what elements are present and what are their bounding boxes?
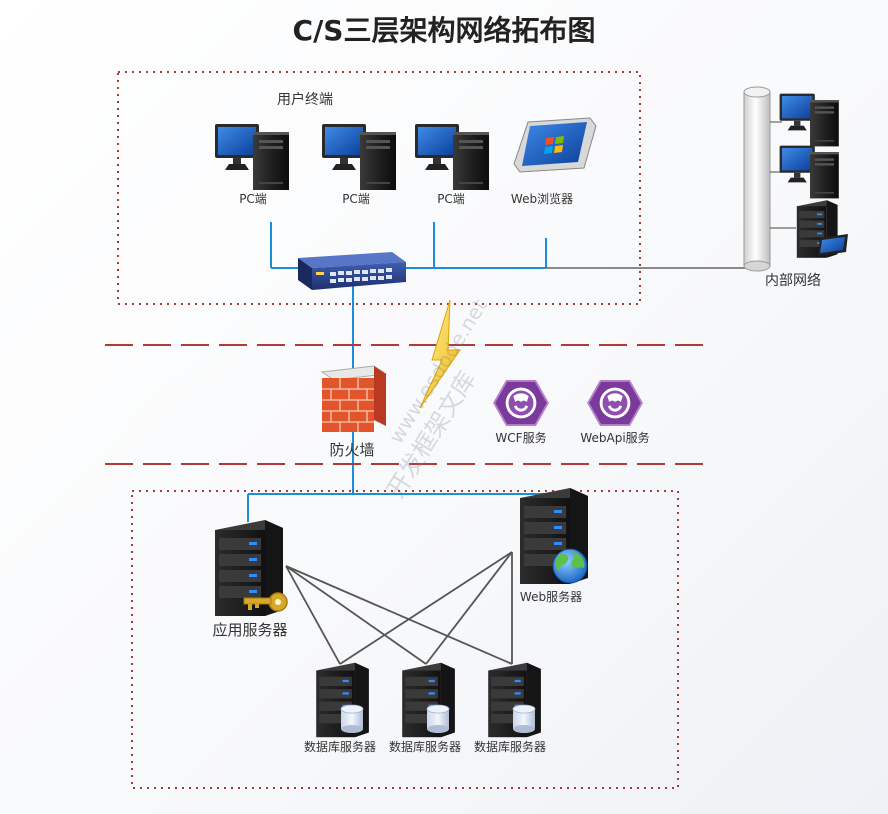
application-server: 应用服务器 [212, 520, 288, 639]
firewall-icon [320, 365, 388, 432]
database-server-3: 数据库服务器 [474, 662, 546, 754]
web-server-label: Web服务器 [520, 589, 582, 604]
db3-label: 数据库服务器 [474, 739, 546, 754]
database-icon [512, 704, 536, 734]
database-icon [340, 704, 364, 734]
pc-terminal-2: PC端 [322, 124, 396, 206]
globe-icon [552, 548, 588, 584]
wcf-service: WCF服务 [492, 379, 550, 445]
user-zone-border [117, 71, 641, 305]
db1-label: 数据库服务器 [304, 739, 376, 754]
webapi-service: WebApi服务 [580, 379, 650, 445]
webapi-label: WebApi服务 [580, 430, 649, 445]
pc-icon [215, 124, 289, 190]
web-browser-label: Web浏览器 [511, 191, 573, 206]
key-icon [243, 592, 288, 612]
diagram-title: C/S三层架构网络拓布图 [293, 14, 596, 47]
server-zone-border [131, 490, 679, 789]
database-server-1: 数据库服务器 [304, 662, 376, 754]
user-zone-label: 用户终端 [277, 91, 333, 108]
pc-icon [322, 124, 396, 190]
database-icon [426, 704, 450, 734]
database-server-2: 数据库服务器 [389, 662, 461, 754]
intranet-pc-icon [779, 145, 839, 199]
intranet-pc-icon [779, 93, 839, 147]
intranet-label: 内部网络 [765, 273, 821, 289]
pc-terminal-1: PC端 [215, 124, 289, 206]
pc3-label: PC端 [437, 192, 465, 206]
pc-icon [415, 124, 489, 190]
firewall-label: 防火墙 [329, 441, 374, 459]
intranet-backbone [743, 86, 771, 272]
app-server-label: 应用服务器 [212, 621, 287, 639]
webapi-service-icon [586, 379, 644, 427]
tablet-icon [513, 117, 597, 173]
pc-terminal-3: PC端 [415, 124, 489, 206]
watermark: www.esdode.net 开发框架文库 [381, 295, 492, 504]
intranet-monitor-icon [818, 234, 848, 256]
server-mesh [285, 551, 513, 665]
pc1-label: PC端 [239, 192, 267, 206]
wcf-service-icon [492, 379, 550, 427]
pc2-label: PC端 [342, 192, 370, 206]
intranet-branches [770, 121, 796, 229]
lightning-icon [419, 299, 461, 409]
network-switch [298, 252, 406, 290]
wcf-label: WCF服务 [495, 430, 546, 445]
web-server: Web服务器 [520, 488, 588, 604]
web-browser-terminal: Web浏览器 [511, 117, 597, 206]
firewall: 防火墙 [320, 365, 388, 459]
db2-label: 数据库服务器 [389, 739, 461, 754]
